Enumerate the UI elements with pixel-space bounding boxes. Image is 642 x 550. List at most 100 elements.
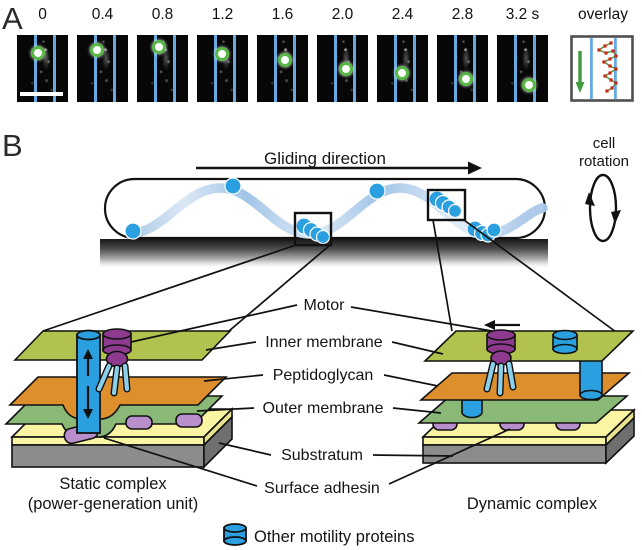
cell-edge-line: [334, 35, 338, 102]
time-label: 2.4: [391, 6, 414, 23]
time-label: 0.8: [151, 6, 174, 23]
time-label: 2.0: [331, 6, 354, 23]
trajectory-group: [597, 41, 618, 93]
cell-edge-line: [232, 35, 236, 102]
trajectory-point: [603, 74, 607, 78]
microscopy-frame: [137, 35, 188, 102]
microscopy-frame: [497, 35, 548, 102]
microscopy-frame: [317, 35, 368, 102]
fluorescent-spot-marker: [151, 40, 166, 55]
time-label: 2.8: [451, 6, 474, 23]
trajectory-point: [609, 41, 613, 45]
cell-edge-line: [532, 35, 536, 102]
overlay-panel: [570, 35, 634, 102]
legend-label: Other motility proteins: [254, 528, 414, 546]
label-substratum: Substratum: [281, 447, 363, 464]
motor-shape: [486, 329, 516, 366]
overlay-label: overlay: [578, 6, 628, 23]
microscopy-frame: [437, 35, 488, 102]
membrane-bump: [461, 399, 483, 419]
static-complex-caption: Static complex: [59, 475, 167, 493]
trajectory-point: [610, 86, 614, 90]
fluorescent-spot-marker: [214, 47, 229, 62]
microscopy-frame: [197, 35, 248, 102]
motor-shape: [102, 328, 132, 368]
microscopy-frame: [257, 35, 308, 102]
label-leader-lines: [103, 304, 511, 487]
surface-adhesin-shape: [125, 415, 153, 430]
motility-pillar: [579, 356, 603, 401]
force-arrows: [83, 349, 93, 419]
cell-edge-line: [454, 35, 458, 102]
time-label: 1.2: [211, 6, 234, 23]
gliding-direction-label: Gliding direction: [264, 149, 386, 168]
trajectory-point: [608, 64, 612, 68]
microscopy-frame: [377, 35, 428, 102]
movement-arrow-icon: [484, 320, 520, 330]
cell-edge-line: [94, 35, 98, 102]
trajectory-point: [609, 78, 613, 82]
cell-edge-line: [352, 35, 356, 102]
microscopy-frame: [77, 35, 128, 102]
cell-edge-line: [214, 35, 218, 102]
cell-edge-line: [52, 35, 56, 102]
trajectory-point: [602, 60, 606, 64]
fluorescent-spot-marker: [31, 46, 46, 61]
trajectory-point: [603, 44, 607, 48]
panel-b-letter: B: [2, 128, 23, 163]
trajectory-point: [611, 49, 615, 53]
rotation-arrow-icon: [585, 173, 621, 243]
trajectory-point: [614, 81, 618, 85]
frame-strip: [0, 35, 642, 102]
zoom-box-static: [293, 211, 333, 247]
microscopy-frame: [17, 35, 68, 102]
fluorescent-spot-marker: [90, 43, 105, 58]
fluorescent-spot-marker: [338, 62, 353, 77]
panel-b-canvas: Gliding direction cell rotation: [4, 135, 636, 546]
panel-a-letter: A: [2, 1, 23, 36]
time-label: 3.2 s: [505, 6, 540, 23]
cell-edge-line: [472, 35, 476, 102]
static-complex-diagram: [4, 328, 234, 469]
cell-edge-line: [292, 35, 296, 102]
label-surface-adhesin: Surface adhesin: [264, 480, 380, 497]
motor-legs: [95, 362, 131, 397]
trajectory-point: [597, 48, 601, 52]
cell-edge-line: [154, 35, 158, 102]
label-motor: Motor: [304, 297, 346, 314]
zoom-box-dynamic: [426, 188, 467, 222]
trajectory-point: [614, 54, 618, 58]
other-motility-protein: [552, 329, 578, 355]
label-outer-membrane: Outer membrane: [263, 400, 384, 417]
scale-bar: [20, 92, 63, 96]
label-peptidoglycan: Peptidoglycan: [273, 367, 374, 384]
cell-edge-line: [514, 35, 518, 102]
trajectory-point: [604, 51, 608, 55]
surface-adhesin-shape: [175, 413, 203, 428]
fluorescent-spot-marker: [459, 72, 474, 87]
static-complex-caption-2: (power-generation unit): [28, 495, 199, 513]
cell-edge-line: [412, 35, 416, 102]
dynamic-complex-caption: Dynamic complex: [467, 495, 598, 513]
cell-rotation-label-2: rotation: [579, 153, 629, 170]
blue-cylinder-icon: [223, 523, 247, 546]
gliding-direction-arrow-icon: [196, 161, 482, 175]
trajectory-point: [608, 57, 612, 61]
time-label: 0.4: [91, 6, 114, 23]
motor-legs: [483, 360, 517, 397]
fluorescent-spot-marker: [278, 53, 293, 68]
cell-edge-line: [590, 38, 593, 99]
label-inner-membrane: Inner membrane: [265, 334, 382, 351]
direction-arrow-icon: [575, 51, 585, 93]
trajectory-point: [608, 71, 612, 75]
cell-edge-line: [34, 35, 38, 102]
trajectory-point: [614, 67, 618, 71]
fluorescent-spot-marker: [394, 65, 409, 80]
cell-edge-line: [172, 35, 176, 102]
cell-edge-line: [274, 35, 278, 102]
dynamic-complex-diagram: [416, 320, 636, 465]
trajectory-line: [597, 42, 618, 92]
time-label: 1.6: [271, 6, 294, 23]
time-label: 0: [38, 6, 47, 23]
